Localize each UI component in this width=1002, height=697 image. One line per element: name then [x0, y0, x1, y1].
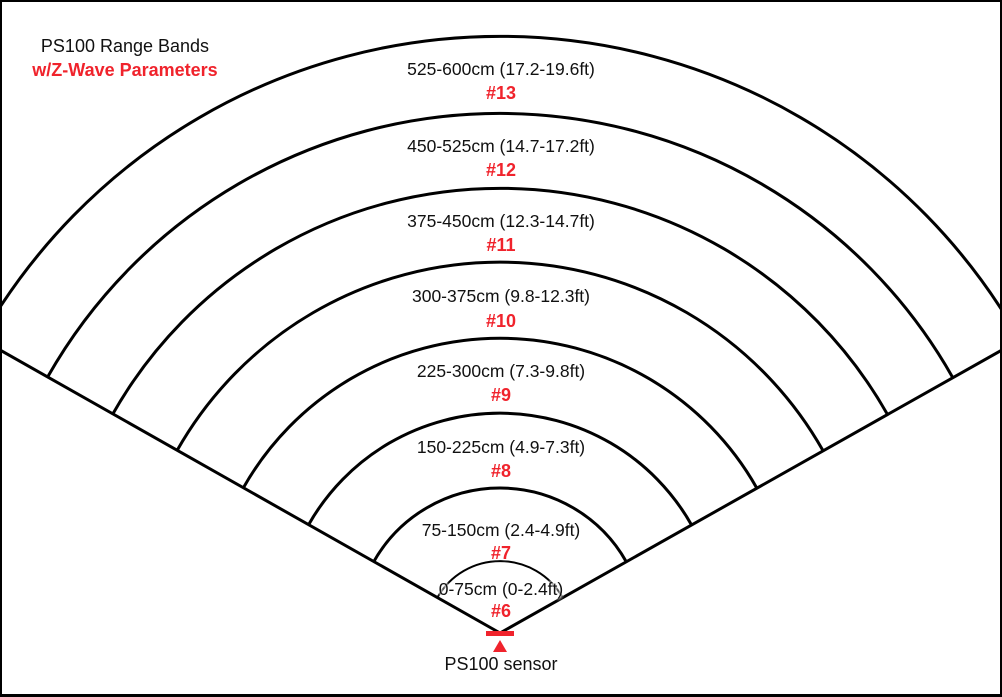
band-range-label: 300-375cm (9.8-12.3ft) [411, 286, 590, 306]
arc-225cm [307, 411, 693, 526]
band-range-label: 150-225cm (4.9-7.3ft) [416, 437, 586, 457]
left-boundary-line [2, 349, 501, 635]
band-param-label: #12 [485, 160, 517, 180]
diagram-subtitle: w/Z-Wave Parameters [32, 60, 218, 80]
band-param-label: #11 [486, 235, 516, 255]
arc-300cm [242, 336, 758, 489]
band-range-label: 225-300cm (7.3-9.8ft) [416, 361, 586, 381]
arc-150cm [372, 486, 628, 563]
arc-450cm [111, 186, 889, 415]
arc-75cm [436, 560, 564, 598]
sensor-triangle-icon [493, 640, 507, 652]
band-param-label: #9 [490, 385, 512, 405]
sensor-bar [486, 631, 514, 636]
band-param-label: #10 [485, 311, 517, 331]
band-range-label: 0-75cm (0-2.4ft) [438, 579, 564, 599]
band-param-label: #13 [485, 83, 517, 103]
arc-375cm [175, 260, 825, 452]
band-range-label: 75-150cm (2.4-4.9ft) [421, 520, 581, 540]
band-param-label: #6 [490, 601, 512, 621]
band-param-label: #7 [490, 543, 512, 563]
band-range-label: 450-525cm (14.7-17.2ft) [407, 136, 595, 156]
band-range-label: 525-600cm (17.2-19.6ft) [407, 59, 595, 79]
arc-600cm [2, 34, 1000, 311]
sensor-label: PS100 sensor [444, 654, 558, 674]
diagram-title: PS100 Range Bands [40, 36, 210, 56]
band-param-label: #8 [490, 461, 512, 481]
right-boundary-line [499, 349, 1000, 635]
band-range-label: 375-450cm (12.3-14.7ft) [407, 211, 595, 231]
arc-525cm [46, 111, 954, 378]
